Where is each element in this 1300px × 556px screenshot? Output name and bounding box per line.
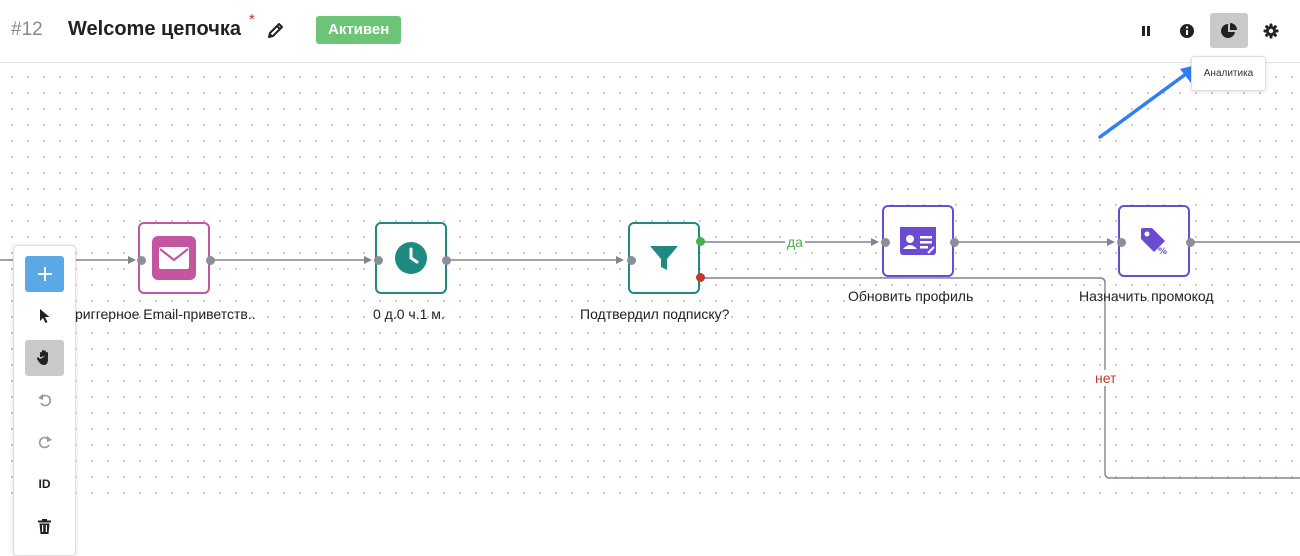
analytics-button[interactable]: [1210, 13, 1248, 48]
hand-icon: [36, 350, 48, 365]
edge-no-label: нет: [1093, 370, 1119, 386]
edge-yes-label: да: [785, 234, 805, 250]
select-tool-button[interactable]: [25, 298, 64, 334]
cursor-icon: [39, 309, 49, 323]
redo-button[interactable]: [25, 424, 64, 460]
node-delay[interactable]: [375, 222, 447, 294]
trash-icon: [38, 518, 51, 534]
output-port[interactable]: [442, 256, 451, 265]
input-port[interactable]: [627, 256, 636, 265]
id-label: ID: [38, 477, 51, 491]
gear-icon: [1263, 23, 1279, 38]
status-badge: Активен: [316, 16, 402, 44]
node-label: риггерное Email-приветств..: [75, 306, 256, 322]
node-label: Назначить промокод: [1079, 288, 1214, 304]
clock-icon: [389, 236, 433, 280]
funnel-icon: [642, 236, 686, 280]
info-icon: [1180, 23, 1194, 38]
output-port[interactable]: [1186, 238, 1195, 247]
pause-button[interactable]: [1127, 13, 1165, 48]
id-card-icon: [896, 219, 940, 263]
node-email[interactable]: [138, 222, 210, 294]
node-label: 0 д.0 ч.1 м.: [373, 306, 445, 322]
node-filter[interactable]: [628, 222, 700, 294]
undo-button[interactable]: [25, 382, 64, 418]
node-update-profile[interactable]: [882, 205, 954, 277]
input-port[interactable]: [137, 256, 146, 265]
output-port[interactable]: [950, 238, 959, 247]
arrowhead: [616, 256, 624, 264]
node-label: Обновить профиль: [848, 288, 974, 304]
delete-button[interactable]: [25, 508, 64, 544]
arrowhead: [364, 256, 372, 264]
arrowhead: [1107, 238, 1115, 246]
undo-icon: [37, 394, 51, 407]
envelope-icon: [152, 236, 196, 280]
add-node-button[interactable]: [25, 256, 64, 292]
pause-icon: [1142, 25, 1150, 36]
arrowhead: [128, 256, 136, 264]
chain-id: #12: [11, 19, 43, 40]
node-assign-promocode[interactable]: %: [1118, 205, 1190, 277]
top-bar: #12 Welcome цепочка * Активен: [0, 0, 1300, 63]
info-button[interactable]: [1168, 13, 1206, 48]
pie-chart-icon: [1221, 22, 1237, 38]
plus-icon: [37, 267, 52, 281]
analytics-tooltip: Аналитика: [1191, 56, 1266, 91]
workflow-canvas[interactable]: риггерное Email-приветств.. 0 д.0 ч.1 м.…: [0, 63, 1300, 556]
input-port[interactable]: [1117, 238, 1126, 247]
settings-button[interactable]: [1252, 13, 1290, 48]
node-label: Подтвердил подписку?: [580, 306, 730, 322]
unsaved-marker: *: [249, 11, 255, 28]
tool-panel: ID: [13, 245, 76, 556]
pan-tool-button[interactable]: [25, 340, 64, 376]
yes-output-port[interactable]: [696, 237, 705, 246]
show-id-button[interactable]: ID: [25, 466, 64, 502]
no-output-port[interactable]: [696, 273, 705, 282]
pencil-icon[interactable]: [266, 20, 286, 40]
tag-icon: %: [1132, 219, 1176, 263]
input-port[interactable]: [374, 256, 383, 265]
output-port[interactable]: [206, 256, 215, 265]
arrowhead: [871, 238, 879, 246]
input-port[interactable]: [881, 238, 890, 247]
edge-no: [701, 277, 1300, 479]
svg-text:%: %: [1158, 247, 1167, 256]
chain-title[interactable]: Welcome цепочка: [68, 18, 241, 40]
redo-icon: [38, 436, 52, 449]
